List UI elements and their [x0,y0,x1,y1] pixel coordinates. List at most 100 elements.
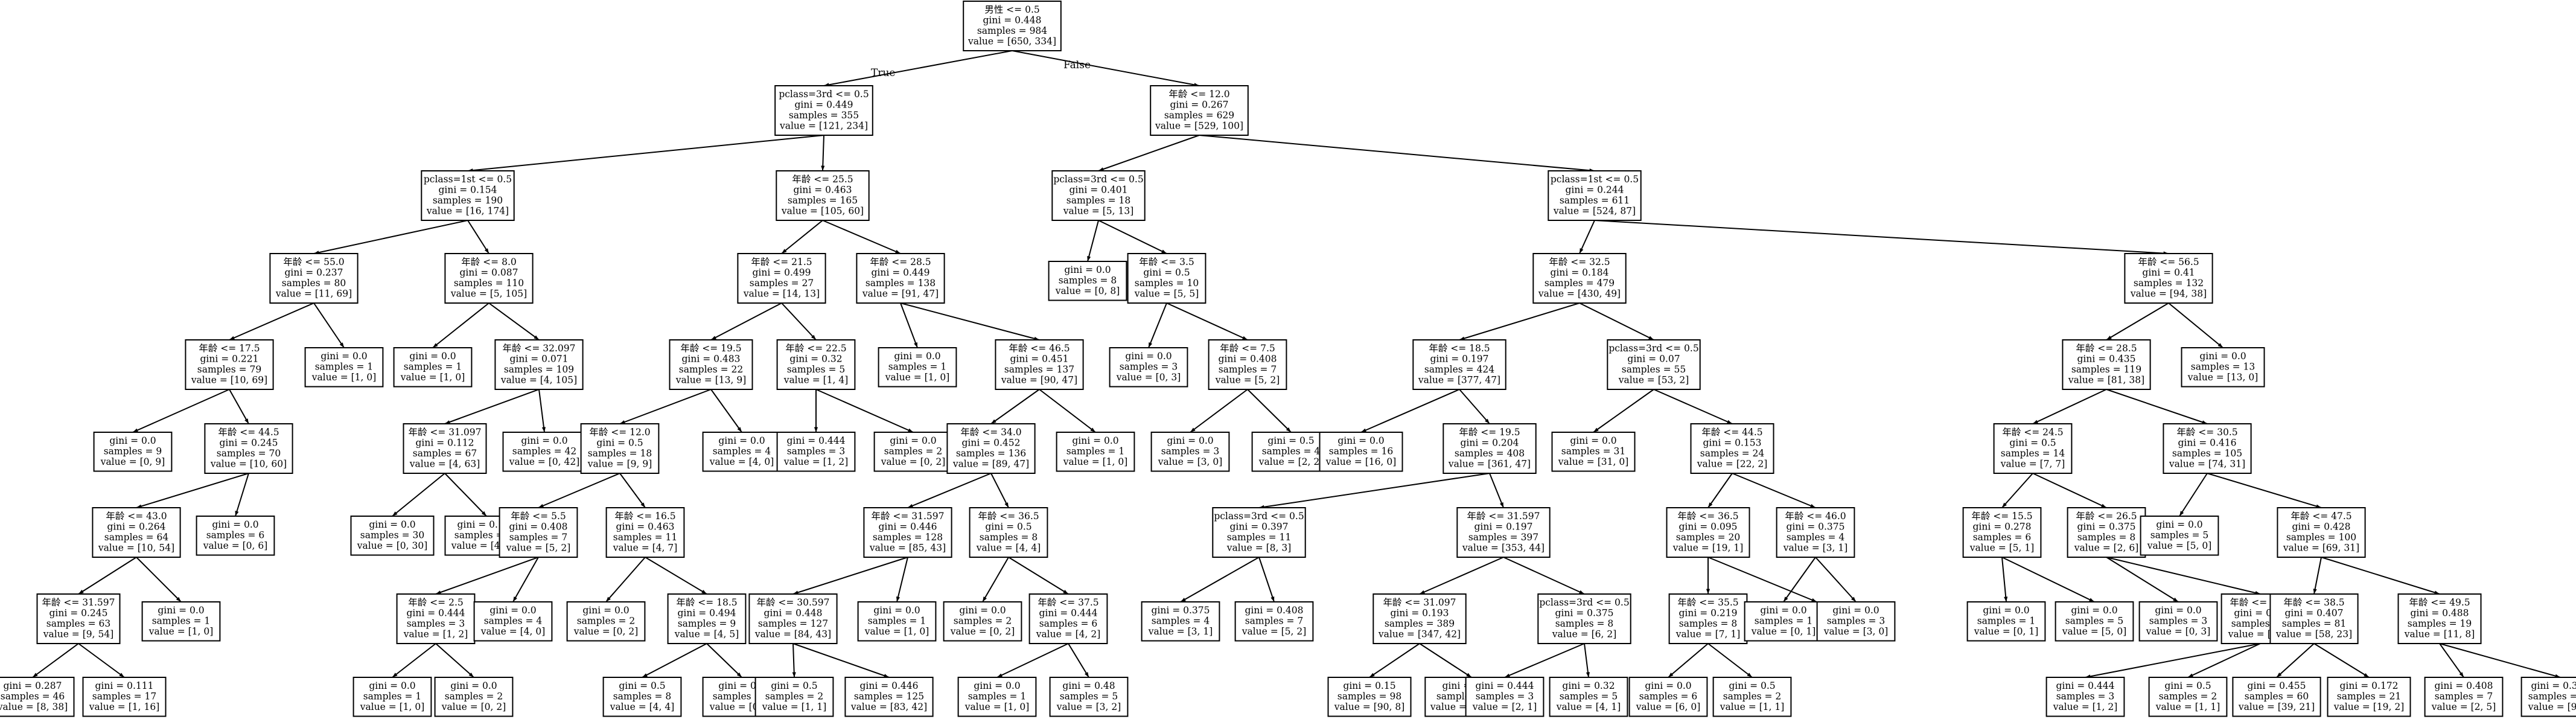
node-text-line: 年龄 <= 36.5 [1677,511,1738,522]
node-text-line: 年龄 <= 32.097 [502,343,575,354]
node-box [1816,601,1896,642]
tree-edge [996,643,1069,678]
node-text-line: value = [10, 54] [98,543,174,554]
node-text-line: samples = 2 [445,691,503,702]
node-text-line: samples = 2 [954,616,1012,627]
edge-arrowhead [1161,249,1167,254]
tree-edge [229,389,249,424]
node-text-line: samples = 397 [1468,532,1538,543]
edge-arrowhead [2434,590,2440,595]
node-text-line: value = [0, 3] [1116,372,1181,383]
edge-arrowhead [484,248,489,254]
tree-edge [990,473,1009,508]
edge-arrowhead [481,511,486,516]
edge-arrowhead [811,334,816,340]
node-text-line: value = [347, 42] [1378,629,1461,640]
node-text-line: value = [19, 2] [2333,701,2405,712]
node-text-line: value = [0, 2] [441,701,506,712]
tree-edge [2106,557,2261,595]
node-text-line: samples = 136 [956,448,1026,459]
node-text-line: value = [5, 2] [1242,626,1307,637]
node-text-line: value = [3, 0] [1823,626,1889,637]
node-text-line: samples = 4 [1262,446,1321,457]
edge-arrowhead [1361,428,1366,432]
node-box [580,423,660,474]
node-box [1208,339,1287,390]
node-text-line: gini = 0.444 [2056,680,2114,691]
node-text-line: value = [4, 1] [1556,701,1621,712]
node-text-line: 年龄 <= 31.097 [1383,597,1456,608]
node-box [36,593,121,644]
node-text-line: value = [1, 0] [964,701,1030,712]
node-box [873,432,953,472]
node-text-line: samples = 4 [1787,532,1845,543]
node-text-line: value = [91, 47] [862,289,939,299]
node-text-line: gini = 0.0 [2071,605,2117,616]
edge-arrowhead [914,342,917,348]
node-text-line: samples = 63 [46,618,110,629]
node-text-line: gini = 0.0 [1125,351,1172,362]
node-text-line: samples = 984 [977,25,1047,36]
node-text-line: gini = 0.5 [2009,438,2056,449]
node-text-line: value = [2, 2] [1258,456,1324,467]
edge-arrowhead [782,249,787,254]
edge-arrowhead [2459,672,2464,677]
true-edge-label: True [871,67,895,79]
node-box [396,593,476,644]
edge-arrowhead [793,590,799,595]
node-text-line: value = [0, 1] [1974,626,2039,637]
tree-edge [1199,135,1595,171]
node-text-line: samples = 3 [2056,691,2115,702]
node-text-line: gini = 0.0 [1337,435,1384,446]
tree-edge [907,473,992,508]
node-text-line: 年龄 <= 32.5 [1549,257,1610,267]
tree-edge [488,302,540,340]
node-text-line: 年龄 <= 3.5 [1139,257,1194,267]
node-text-line: samples = 1 [888,362,947,372]
tree-edge [2179,473,2208,517]
node-text-line: gini = 0.0 [873,605,920,616]
edge-arrowhead [737,427,742,432]
node-text-line: samples = 6 [1639,691,1698,702]
tree-edge [1707,473,1733,508]
edge-arrowhead [1084,672,1089,677]
node-text-line: value = [14, 13] [743,289,820,299]
node-text-line: gini = 0.375 [2077,522,2135,532]
node-text-line: gini = 0.5 [1143,267,1190,278]
tree-edge [538,473,620,508]
node-text-line: gini = 0.494 [677,608,736,619]
node-text-line: value = [58, 23] [2275,629,2352,640]
node-text-line: pclass=3rd <= 0.5 [1214,511,1304,522]
node-text-line: gini = 0.41 [2142,267,2195,278]
node-text-line: 年龄 <= 25.5 [792,174,853,185]
edge-arrowhead [119,673,124,677]
tree-edge [815,389,914,433]
tree-edge [896,557,908,602]
node-text-line: samples = 12 [2528,691,2576,702]
node-box [957,677,1037,717]
tree-edge [512,557,539,602]
node-text-line: gini = 0.375 [1555,608,1613,619]
node-box [2067,507,2146,558]
node-text-line: value = [9, 3] [2528,701,2576,712]
node-text-line: 年龄 <= 38.5 [2283,597,2344,608]
tree-edge [392,643,436,678]
tree-edge [1148,302,1167,348]
edge-arrowhead [229,336,235,340]
node-text-line: gini = 0.204 [1460,438,1519,449]
